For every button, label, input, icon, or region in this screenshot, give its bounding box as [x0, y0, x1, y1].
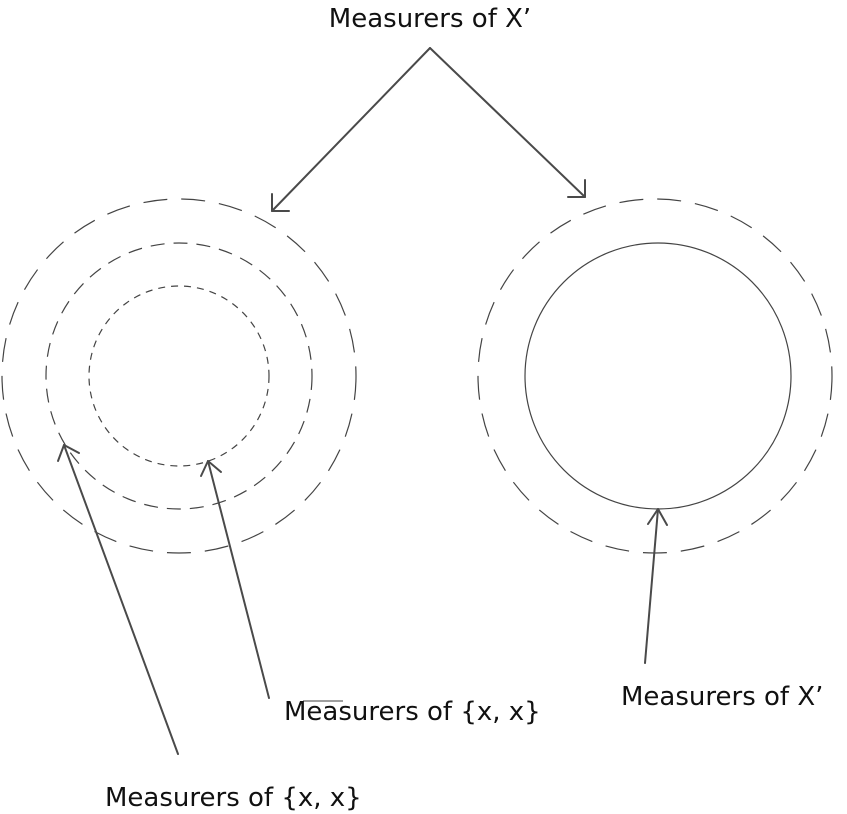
- arrow-middle-to-inner-circle: [207, 460, 270, 699]
- label-left-middle: Measurers of {x, x}: [284, 697, 541, 727]
- arrowhead-top-right: [567, 179, 586, 198]
- arrow-top-to-left-circle: [271, 47, 431, 212]
- arrowhead-right: [647, 508, 668, 526]
- top-arrows: [271, 47, 586, 212]
- right-inner-solid-circle: [524, 242, 792, 510]
- right-outer-dashed-circle: [477, 198, 833, 554]
- arrowhead-middle: [200, 460, 222, 477]
- left-outer-dashed-circle: [1, 198, 357, 554]
- label-right-bottom: Measurers of X’: [621, 682, 823, 712]
- bottom-arrows: [57, 444, 668, 755]
- left-inner-dashed-circle: [88, 285, 270, 467]
- arrow-top-to-right-circle: [429, 47, 586, 198]
- arrow-right-to-solid-circle: [644, 508, 659, 664]
- arrowhead-bottom-left: [57, 444, 80, 462]
- right-circle-group: [477, 198, 833, 554]
- left-middle-dashed-circle: [45, 242, 313, 510]
- left-circle-group: [1, 198, 357, 554]
- label-top: Measurers of X’: [329, 4, 531, 34]
- label-left-bottom: Measurers of {x, x}: [105, 783, 362, 813]
- arrowhead-top-left: [271, 193, 290, 212]
- arrow-bottom-left-to-middle-circle: [63, 444, 179, 755]
